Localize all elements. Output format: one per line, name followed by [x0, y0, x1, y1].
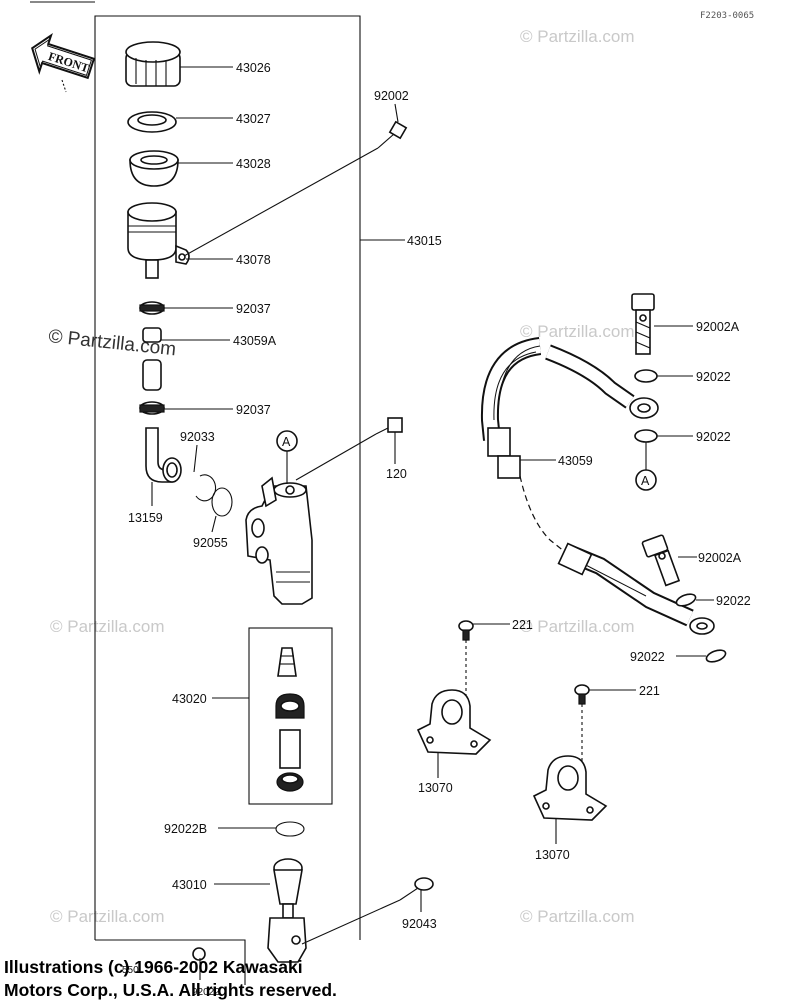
part-92022-washer-1: [634, 369, 658, 383]
part-92002A-banjo-bolt-lower: [641, 534, 681, 587]
label-43026: 43026: [236, 61, 271, 75]
label-43028: 43028: [236, 157, 271, 171]
part-92037-clamp: [139, 301, 165, 315]
watermark: © Partzilla.com: [520, 322, 635, 341]
label-92022-4: 92022: [630, 650, 665, 664]
label-92055: 92055: [193, 536, 228, 550]
part-43059-brake-hose: [480, 337, 715, 635]
part-221-screw-a: [458, 620, 474, 641]
part-43078-reservoir: [127, 202, 190, 279]
label-92022-1: 92022: [696, 370, 731, 384]
callout-A-label: A: [282, 435, 291, 449]
watermark: © Partzilla.com: [50, 907, 165, 926]
part-43028-diaphragm: [129, 150, 179, 187]
part-92022B-clip: [275, 821, 305, 837]
label-120: 120: [386, 467, 407, 481]
copyright-line-2: Motors Corp., U.S.A. All rights reserved…: [4, 980, 337, 1000]
assembly-bracket-bottom: [95, 939, 246, 985]
assembly-bracket-43015: [94, 15, 361, 940]
leader-120-to-body: [295, 433, 377, 481]
label-92022B: 92022B: [164, 822, 207, 836]
reference-code: F2203-0065: [700, 11, 754, 21]
part-master-cylinder-body: [245, 476, 313, 605]
callout-A-right: A: [635, 442, 657, 491]
part-13070-clamp-b: [532, 755, 608, 821]
label-43015: 43015: [407, 234, 442, 248]
label-13159: 13159: [128, 511, 163, 525]
part-92022-washer-2: [634, 429, 658, 443]
part-92043-pin: [399, 877, 434, 901]
callout-A-label-right: A: [641, 474, 650, 488]
label-43059A: 43059A: [233, 334, 277, 348]
part-13159-elbow-fitting: [145, 427, 182, 483]
leader-92043-to-rod: [301, 899, 401, 945]
label-43027: 43027: [236, 112, 271, 126]
part-43027-plate: [127, 111, 177, 133]
label-13070a: 13070: [418, 781, 453, 795]
watermark: © Partzilla.com: [520, 617, 635, 636]
watermark: © Partzilla.com: [520, 27, 635, 46]
part-120-bolt: [375, 417, 403, 435]
label-92033: 92033: [180, 430, 215, 444]
label-92022-3: 92022: [716, 594, 751, 608]
arrow-leader: [61, 79, 67, 93]
label-92002A-low: 92002A: [698, 551, 742, 565]
leader-92002-to-reservoir: [183, 147, 379, 257]
part-43026-reservoir-cap: [125, 41, 181, 87]
kit-box-43020: [248, 627, 333, 805]
part-92037-clamp-lower: [139, 401, 165, 415]
label-43010: 43010: [172, 878, 207, 892]
label-92037-bottom: 92037: [236, 403, 271, 417]
copyright-line-1: Illustrations (c) 1966-2002 Kawasaki: [4, 957, 303, 977]
leader-92055: [211, 515, 217, 533]
part-92055-o-ring: [211, 487, 233, 517]
label-43020: 43020: [172, 692, 207, 706]
label-92002A-top: 92002A: [696, 320, 740, 334]
label-13070b: 13070: [535, 848, 570, 862]
label-550: 550: [122, 965, 139, 976]
label-221b: 221: [639, 684, 660, 698]
part-43010-push-rod: [267, 858, 307, 963]
part-92002-bolt: [377, 120, 408, 149]
label-92022-bottom: 92022: [192, 987, 220, 998]
part-43020-piston-kit: [275, 647, 305, 792]
label-92022-2: 92022: [696, 430, 731, 444]
front-arrow-icon: FRONT: [31, 32, 96, 80]
leader-92002: [394, 103, 399, 123]
label-221a: 221: [512, 618, 533, 632]
label-43078: 43078: [236, 253, 271, 267]
leader-92033: [193, 444, 198, 473]
part-92022-washer-bottom: [192, 947, 206, 961]
part-92002A-banjo-bolt-top: [631, 293, 655, 355]
part-92022-washer-3: [675, 593, 697, 607]
label-92043: 92043: [402, 917, 437, 931]
label-92037-top: 92037: [236, 302, 271, 316]
part-43059A-hose: [142, 327, 162, 391]
label-92002: 92002: [374, 89, 409, 103]
part-92022-washer-4: [705, 649, 727, 663]
watermark: © Partzilla.com: [50, 617, 165, 636]
watermark: © Partzilla.com: [520, 907, 635, 926]
callout-A-left: A: [276, 430, 298, 484]
part-13070-clamp-a: [416, 689, 492, 755]
part-221-screw-b: [574, 684, 590, 705]
label-43059: 43059: [558, 454, 593, 468]
